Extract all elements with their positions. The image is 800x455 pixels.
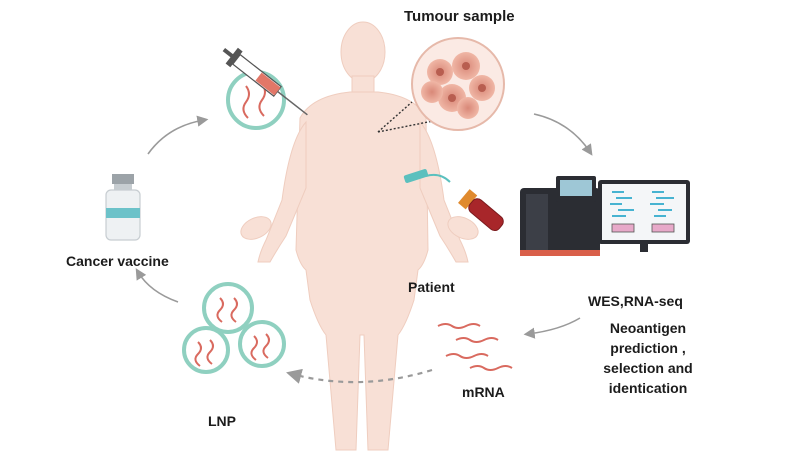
label-lnp: LNP: [208, 413, 236, 429]
label-patient: Patient: [408, 279, 455, 295]
arrow-tumour-to-seq: [533, 113, 593, 156]
sequencer-icon: [520, 176, 600, 256]
arrow-mrna-to-lnp: [286, 368, 433, 384]
tumour-sample: [377, 37, 505, 133]
syringe-icon: [222, 47, 308, 130]
vaccine-vial-icon: [105, 174, 141, 241]
label-mrna: mRNA: [462, 384, 505, 400]
label-wes-rna-seq: WES,RNA-seq: [588, 293, 683, 309]
blood-sample-tube-icon: [403, 169, 504, 232]
label-tumour-sample: Tumour sample: [404, 8, 515, 25]
cycle-arrows: [135, 113, 593, 384]
label-cancer-vaccine: Cancer vaccine: [66, 253, 169, 269]
patient-body: [240, 21, 479, 451]
arrow-lnp-to-vaccine: [135, 268, 179, 303]
mrna-strands-icon: [437, 323, 513, 371]
monitor-icon: [598, 180, 690, 252]
label-neoantigen: Neoantigen prediction , selection and id…: [603, 320, 693, 396]
arrow-seq-to-mrna: [523, 317, 581, 339]
lnp-particles-icon: [182, 282, 286, 374]
arrow-vaccine-to-syringe: [147, 115, 209, 155]
